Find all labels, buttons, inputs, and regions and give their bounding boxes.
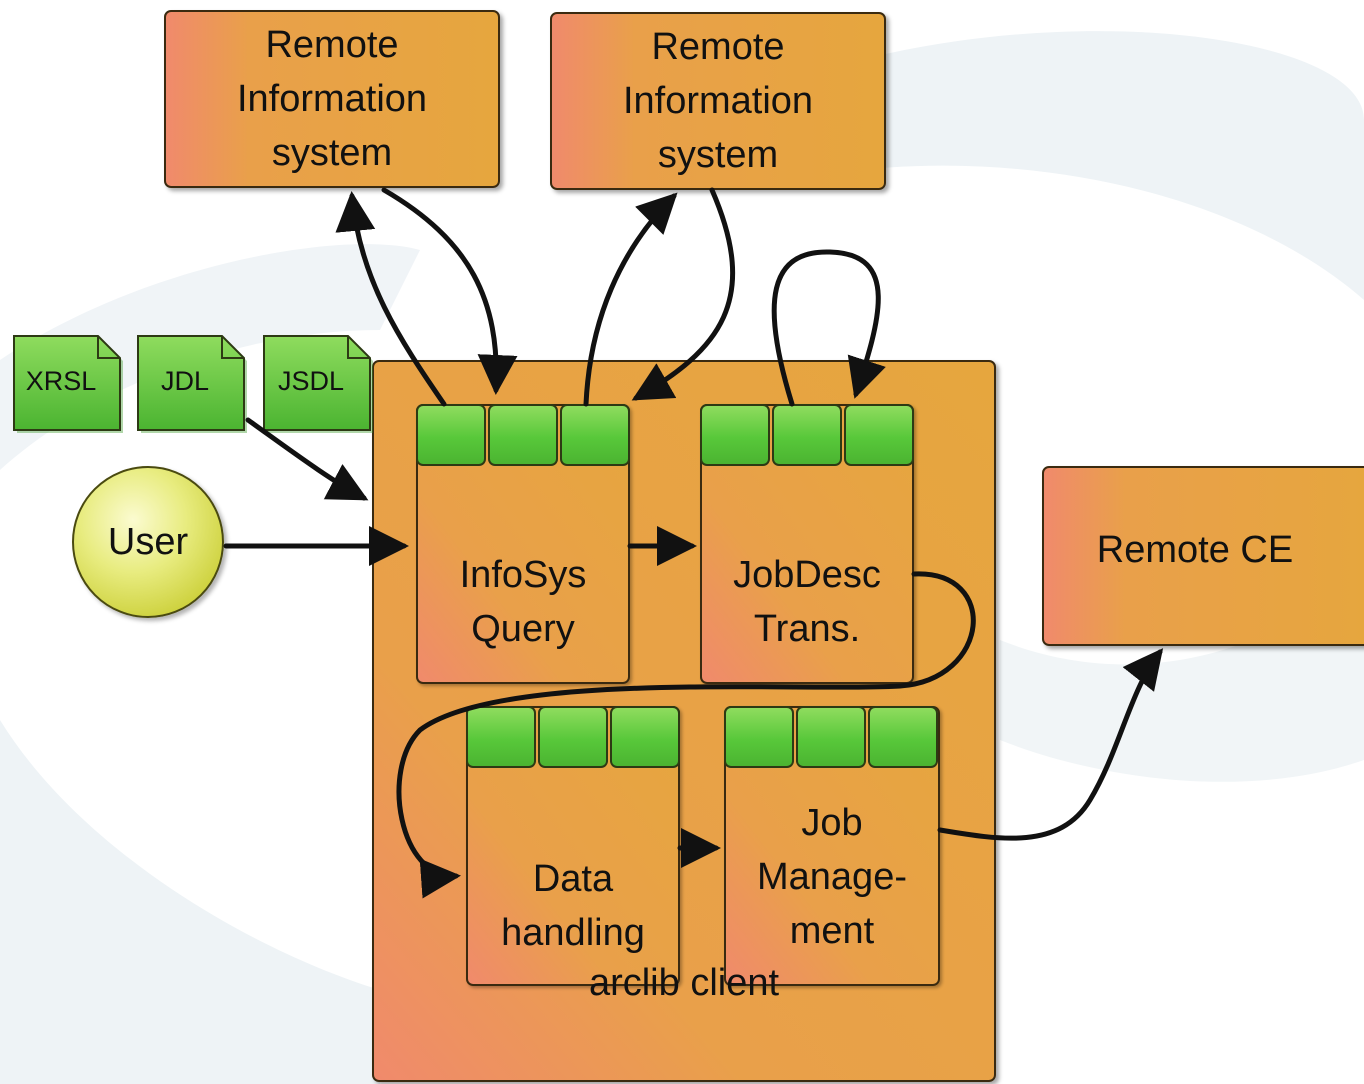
job-management-line-2: Manage- [757, 856, 907, 898]
jobmanagement-port-2 [796, 706, 866, 768]
jobdesc-trans-line-1: JobDesc [733, 554, 881, 596]
infosys-port-2 [488, 404, 558, 466]
document-jsdl-label: JSDL [277, 366, 345, 396]
module-data-handling: Data handling [466, 706, 680, 986]
infosys-query-label: InfoSys Query [418, 548, 628, 656]
jobmanagement-port-1 [724, 706, 794, 768]
document-xrsl-label: XRSL [25, 366, 97, 396]
document-jdl-icon [137, 335, 247, 433]
remote-info-left-line-3: system [271, 132, 393, 174]
datahandling-port-3 [610, 706, 680, 768]
infosys-query-line-2: Query [471, 608, 575, 650]
remote-info-right-line-1: Remote [651, 26, 785, 68]
infosys-port-1 [416, 404, 486, 466]
remote-ce: Remote CE [1042, 466, 1364, 646]
datahandling-port-2 [538, 706, 608, 768]
jobmanagement-port-3 [868, 706, 938, 768]
remote-information-system-right: Remote Information system [550, 12, 886, 190]
module-jobdesc-trans: JobDesc Trans. [700, 404, 914, 684]
data-handling-label: Data handling [468, 852, 678, 960]
jobdesc-port-2 [772, 404, 842, 466]
job-management-line-1: Job [801, 802, 863, 844]
module-infosys-query: InfoSys Query [416, 404, 630, 684]
arclib-client-label: arclib client [588, 962, 780, 1004]
job-management-line-3: ment [789, 910, 875, 952]
user-label: User [107, 520, 189, 563]
jobdesc-port-3 [844, 404, 914, 466]
datahandling-port-1 [466, 706, 536, 768]
jobdesc-trans-label: JobDesc Trans. [702, 548, 912, 656]
remote-information-system-left: Remote Information system [164, 10, 500, 188]
document-xrsl: XRSL [12, 334, 123, 433]
document-jdl-label: JDL [160, 366, 209, 396]
infosys-query-line-1: InfoSys [459, 554, 587, 596]
data-handling-line-1: Data [532, 858, 614, 900]
document-xrsl-icon [13, 335, 123, 433]
infosys-port-3 [560, 404, 630, 466]
job-management-label: Job Manage- ment [726, 796, 938, 958]
remote-info-right-line-3: system [657, 134, 779, 176]
remote-info-left-line-2: Information [236, 78, 428, 120]
document-jsdl-icon [263, 335, 373, 433]
module-job-management: Job Manage- ment [724, 706, 940, 986]
remote-info-left-line-1: Remote [265, 24, 399, 66]
remote-ce-label: Remote CE [1096, 528, 1294, 571]
jobdesc-port-1 [700, 404, 770, 466]
data-handling-line-2: handling [501, 912, 645, 954]
user-node: User [72, 466, 224, 618]
document-jdl: JDL [136, 334, 247, 433]
jobdesc-trans-line-2: Trans. [753, 608, 861, 650]
document-jsdl: JSDL [262, 334, 373, 433]
remote-info-right-line-2: Information [622, 80, 814, 122]
